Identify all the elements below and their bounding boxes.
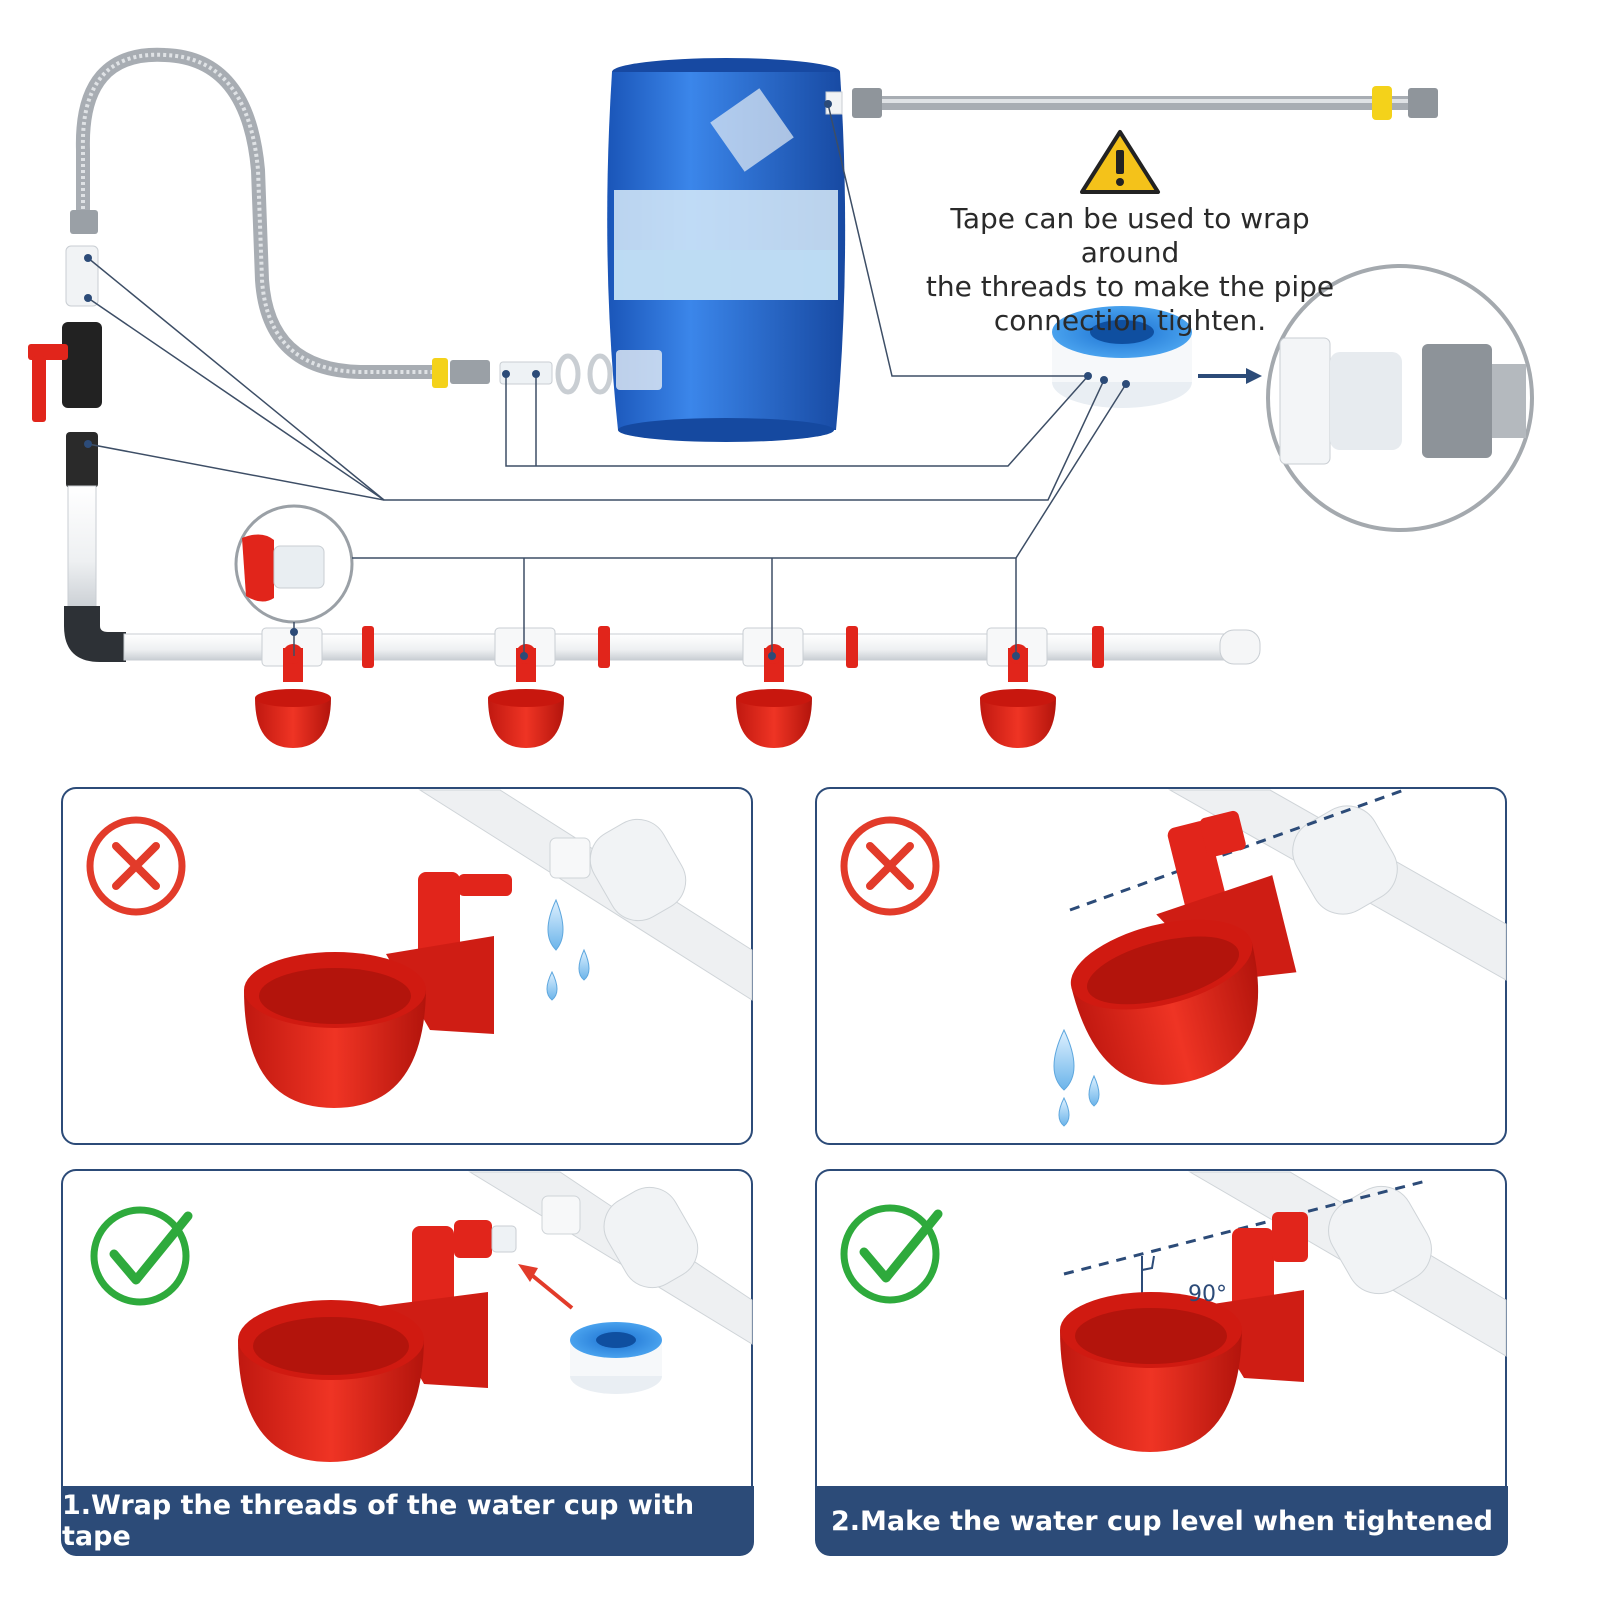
- tilt-guide-line: [1069, 788, 1405, 912]
- level-guide-line: [1063, 1178, 1431, 1276]
- cup-assembly-4: [980, 627, 1056, 748]
- thread-connection-zoom: [1266, 264, 1534, 532]
- panel1-pipe: [418, 789, 753, 1001]
- elbow-fitting: [64, 606, 126, 662]
- vertical-pvc-pipe: [67, 485, 97, 612]
- cup-assembly-1: [255, 627, 331, 748]
- ball-valve: [28, 322, 102, 422]
- check-circle-icon: [840, 1204, 943, 1304]
- cross-circle-icon: [86, 816, 186, 916]
- straight-braided-hose: [852, 86, 1438, 120]
- water-drops: [1053, 1028, 1100, 1127]
- cup-thread-detail-circle: [234, 504, 354, 624]
- ptfe-tape-roll: [1052, 306, 1192, 408]
- panel2-pipe: [1168, 789, 1507, 981]
- panel2-cup: [1070, 810, 1297, 1085]
- warning-triangle-icon: [1080, 130, 1160, 194]
- cup-assembly-3: [736, 627, 812, 748]
- panel1-cup: [244, 872, 512, 1108]
- caption-right: 2.Make the water cup level when tightene…: [816, 1486, 1508, 1556]
- water-drops: [546, 898, 590, 1001]
- leader-dots: [84, 100, 1130, 660]
- braided-hose: [75, 47, 447, 379]
- pipe-clip-4: [1092, 626, 1104, 668]
- pipe-clip-2: [598, 626, 610, 668]
- check-circle-icon: [90, 1206, 193, 1306]
- black-nipple: [66, 432, 98, 488]
- leader-lines: [87, 103, 1127, 656]
- caption-left: 1.Wrap the threads of the water cup with…: [62, 1486, 754, 1556]
- water-barrel: [607, 58, 846, 442]
- panel4-pipe: [1188, 1171, 1507, 1357]
- pipe-clip-1: [362, 626, 374, 668]
- ptfe-tape-roll-small: [570, 1322, 662, 1394]
- tape-note-line-1: Tape can be used to wrap around: [950, 202, 1310, 269]
- tape-note-line-2: the threads to make the pipe: [925, 270, 1335, 303]
- cross-circle-icon: [840, 816, 940, 916]
- gasket-ring-1: [555, 353, 581, 395]
- bulkhead-fitting: [499, 361, 553, 385]
- hose-collar-yellow: [432, 358, 448, 388]
- cup-assembly-2: [488, 627, 564, 748]
- braided-hose-highlight: [80, 52, 440, 374]
- panel3-cup: [238, 1220, 517, 1462]
- pipe-end-cap: [1219, 629, 1261, 665]
- panel3-pipe: [468, 1171, 753, 1345]
- tape-arrow-head: [518, 1264, 538, 1282]
- gasket-ring-2: [587, 353, 613, 395]
- angle-label: 90°: [1188, 1282, 1227, 1307]
- tape-arrow: [526, 1270, 574, 1310]
- pipe-clip-3: [846, 626, 858, 668]
- tape-note: Tape can be used to wrap around the thre…: [900, 202, 1360, 338]
- right-angle-mark: [1141, 1255, 1155, 1271]
- hose-nut-top: [70, 210, 98, 234]
- tape-note-line-3: connection tighten.: [993, 304, 1267, 337]
- hose-nut-bottom: [450, 360, 490, 384]
- pipe-adapter-white: [65, 245, 99, 307]
- panel4-cup: [1060, 1212, 1308, 1452]
- zoom-arrow-head: [1246, 368, 1262, 384]
